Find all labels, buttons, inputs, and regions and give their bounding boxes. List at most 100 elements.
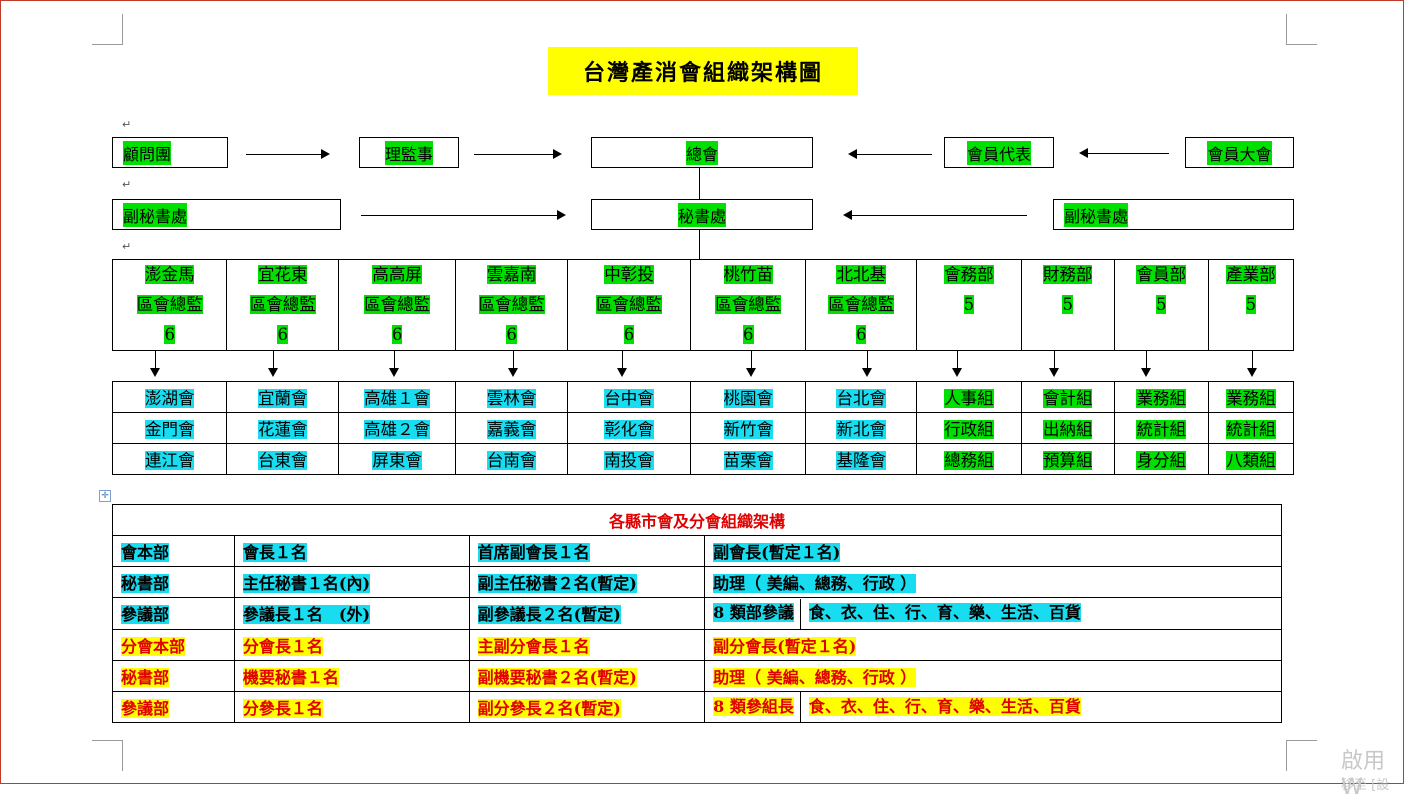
structure-text: 助理（ 美編、總務、行政 ） xyxy=(713,574,917,593)
structure-row: 參議部分參長１名副分參長２名(暫定)8 類參組長食、衣、住、行、育、樂、生活、百… xyxy=(112,690,1282,723)
branch-cell: 八類組 xyxy=(1207,443,1295,475)
group-name: 業務組 xyxy=(1136,389,1186,408)
para-mark: ↵ xyxy=(122,240,132,253)
branch-name: 屏東會 xyxy=(372,451,422,470)
structure-cell: 參議部 xyxy=(112,690,235,723)
branch-name: 桃園會 xyxy=(723,389,773,408)
structure-text: 分參長１名 xyxy=(242,698,323,718)
down-arrow xyxy=(150,351,160,377)
structure-cell: 參議長１名 (外) xyxy=(233,597,470,630)
region-name: 產業部 xyxy=(1226,265,1276,284)
branch-name: 台南會 xyxy=(486,451,537,470)
structure-text: 分會本部 xyxy=(121,636,186,656)
region-count: 6 xyxy=(391,325,403,344)
group-name: 統計組 xyxy=(1226,420,1276,439)
arrow-left-secretariat xyxy=(361,210,566,220)
region-line: 5 xyxy=(917,290,1021,320)
structure-cell: 秘書部 xyxy=(112,566,235,598)
category-list: 食、衣、住、行、育、樂、生活、百貨 xyxy=(808,603,1081,622)
arrow-board-to-hq xyxy=(474,149,562,159)
region-line: 澎金馬 xyxy=(113,260,226,290)
structure-cell: 副分會長(暫定１名) xyxy=(704,628,1282,661)
structure-cell: 主副分會長１名 xyxy=(468,628,706,661)
structure-cell: 副參議長２名(暫定) xyxy=(468,597,706,630)
branch-name: 苗栗會 xyxy=(723,451,773,470)
region-count: 6 xyxy=(743,325,754,344)
structure-cell: 8 類部參議食、衣、住、行、育、樂、生活、百貨 xyxy=(704,597,1282,630)
secretariat-box: 秘書處 xyxy=(591,199,813,230)
structure-text: 分會長１名 xyxy=(242,636,323,656)
down-arrow xyxy=(389,351,399,377)
branch-cell: 預算組 xyxy=(1020,443,1115,475)
branch-row: 連江會台東會屏東會台南會南投會苗栗會基隆會總務組預算組身分組八類組 xyxy=(111,443,1295,475)
structure-cell: 副分參長２名(暫定) xyxy=(468,690,706,723)
group-name: 行政組 xyxy=(944,420,994,439)
branch-cell: 花蓮會 xyxy=(226,412,339,444)
structure-text: 秘書部 xyxy=(121,574,170,593)
down-arrow xyxy=(1049,351,1059,377)
branch-name: 南投會 xyxy=(604,451,654,470)
structure-text: 主任秘書１名(內) xyxy=(242,574,371,593)
branch-name: 雲林會 xyxy=(486,389,537,408)
down-arrow xyxy=(508,351,518,377)
region-count: 6 xyxy=(164,325,175,344)
region-line xyxy=(1022,320,1114,350)
structure-cell: 分參長１名 xyxy=(233,690,470,723)
branch-cell: 台東會 xyxy=(226,443,339,475)
para-mark: ↵ xyxy=(122,118,132,131)
down-arrow xyxy=(617,351,627,377)
branch-cell: 總務組 xyxy=(916,443,1022,475)
structure-table-title: 各縣市會及分會組織架構 xyxy=(112,504,1282,536)
branch-cell: 金門會 xyxy=(111,412,228,444)
branch-cell: 出納組 xyxy=(1020,412,1115,444)
branch-cell: 新竹會 xyxy=(690,412,807,444)
region-name: 宜花東 xyxy=(257,265,308,284)
region-line: 區會總監 xyxy=(691,290,805,320)
region-line: 財務部 xyxy=(1022,260,1114,290)
branch-name: 台中會 xyxy=(604,389,654,408)
down-arrow xyxy=(862,351,872,377)
structure-cell: 副機要秘書２名(暫定) xyxy=(468,659,706,692)
group-name: 出納組 xyxy=(1042,420,1093,439)
region-line: 區會總監 xyxy=(456,290,567,320)
structure-text: 副機要秘書２名(暫定) xyxy=(477,667,637,687)
structure-table: 各縣市會及分會組織架構 會本部會長１名首席副會長１名副會長(暫定１名)秘書部主任… xyxy=(112,504,1282,723)
down-arrow xyxy=(1141,351,1151,377)
structure-text: 副參議長２名(暫定) xyxy=(477,605,621,625)
branch-name: 金門會 xyxy=(144,420,195,439)
group-name: 總務組 xyxy=(944,451,994,470)
structure-text: 會本部 xyxy=(121,543,170,562)
region-name: 北北基 xyxy=(836,265,886,284)
structure-cell: 參議部 xyxy=(112,597,235,630)
delegates-box: 會員代表 xyxy=(944,137,1054,168)
structure-cell: 首席副會長１名 xyxy=(468,535,706,567)
board-box: 理監事 xyxy=(359,137,459,168)
region-name: 高高屏 xyxy=(372,265,422,284)
branch-cell: 行政組 xyxy=(916,412,1022,444)
table-move-handle-icon[interactable]: ✛ xyxy=(99,490,111,502)
region-count: 5 xyxy=(963,295,975,314)
region-cell: 財務部 5 xyxy=(1020,259,1115,351)
branch-name: 澎湖會 xyxy=(144,389,195,408)
structure-cell: 分會本部 xyxy=(112,628,235,661)
structure-text: 副主任秘書２名(暫定) xyxy=(477,574,637,593)
down-arrow xyxy=(1247,351,1257,377)
hq-label: 總會 xyxy=(685,140,718,165)
structure-text: 副分參長２名(暫定) xyxy=(477,698,621,718)
inner-divider xyxy=(799,598,801,629)
hq-box: 總會 xyxy=(591,137,813,168)
structure-text: 8 類參組長 xyxy=(713,696,794,716)
region-count: 5 xyxy=(1062,295,1073,314)
branch-name: 基隆會 xyxy=(836,451,886,470)
title-text: 台灣產消會組織架構圖 xyxy=(582,60,823,86)
structure-text: 副分會長(暫定１名) xyxy=(713,636,857,656)
region-line: 中彰投 xyxy=(568,260,690,290)
branch-cell: 統計組 xyxy=(1113,412,1209,444)
branch-name: 彰化會 xyxy=(604,420,654,439)
branch-cell: 桃園會 xyxy=(690,381,807,413)
structure-text: 8 類部參議 xyxy=(713,603,794,622)
region-count: 6 xyxy=(277,325,288,344)
